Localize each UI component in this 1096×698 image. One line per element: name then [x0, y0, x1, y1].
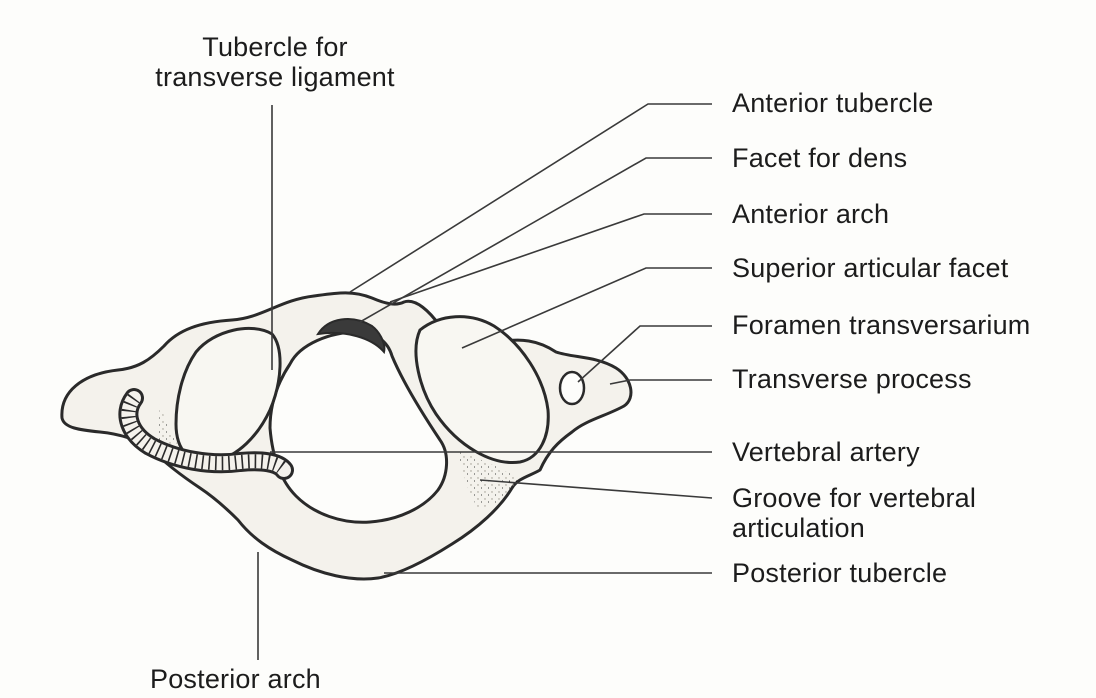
label-groove-for-vertebral-articulation: Groove for vertebral articulation: [732, 483, 976, 543]
label-facet-for-dens: Facet for dens: [732, 143, 907, 173]
label-groove-line-2: articulation: [732, 513, 976, 543]
leader-facet-for-dens: [360, 158, 712, 322]
leader-groove-for-vertebral-articulation: [480, 480, 712, 498]
label-vertebral-artery: Vertebral artery: [732, 437, 920, 467]
label-posterior-arch: Posterior arch: [150, 664, 321, 694]
label-groove-line-1: Groove for vertebral: [732, 483, 976, 513]
label-tubercle-line-2: transverse ligament: [110, 62, 440, 92]
leader-anterior-tubercle: [350, 104, 712, 292]
label-superior-articular-facet: Superior articular facet: [732, 253, 1008, 283]
label-anterior-tubercle: Anterior tubercle: [732, 88, 934, 118]
label-tubercle-for-transverse-ligament: Tubercle for transverse ligament: [110, 32, 440, 92]
leader-anterior-arch: [390, 214, 712, 302]
label-anterior-arch: Anterior arch: [732, 199, 889, 229]
label-tubercle-line-1: Tubercle for: [110, 32, 440, 62]
foramen-transversarium-hole: [560, 372, 584, 404]
label-posterior-tubercle: Posterior tubercle: [732, 558, 947, 588]
label-foramen-transversarium: Foramen transversarium: [732, 310, 1031, 340]
label-transverse-process: Transverse process: [732, 364, 972, 394]
